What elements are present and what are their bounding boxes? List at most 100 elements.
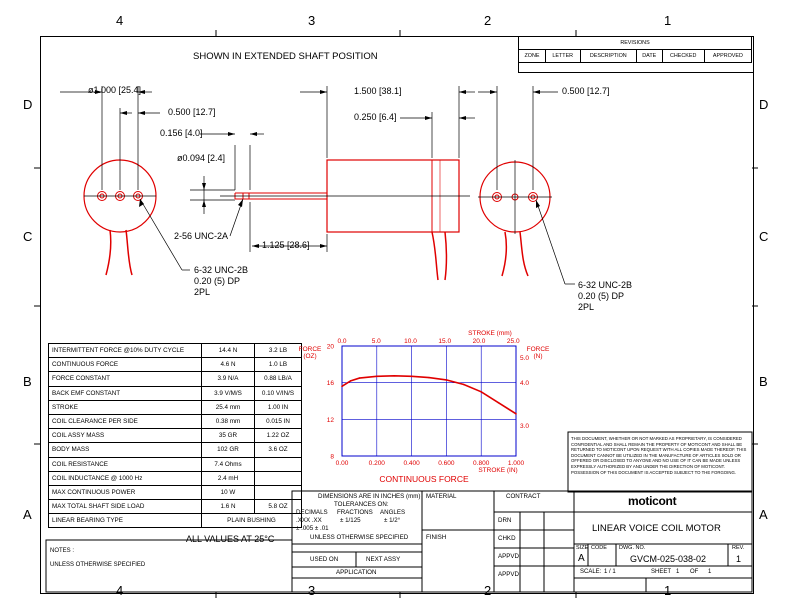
chart-point <box>480 391 482 393</box>
chart-top-tick: 15.0 <box>438 338 451 345</box>
dim-body-length: 1.500 [38.1] <box>354 86 402 96</box>
chart-title: CONTINUOUS FORCE <box>379 474 469 484</box>
tb-material: MATERIAL <box>426 493 457 500</box>
chart-point <box>410 375 413 378</box>
spec-si-value: PLAIN BUSHING <box>201 513 302 529</box>
tb-finish: FINISH <box>426 534 447 541</box>
spec-label: COIL INDUCTANCE @ 1000 Hz <box>48 470 202 486</box>
spec-label: COIL CLEARANCE PER SIDE <box>48 413 202 430</box>
spec-si-value: 35 GR <box>201 428 255 444</box>
chart-point <box>376 375 378 378</box>
chart-point <box>515 413 517 415</box>
tb-application: APPLICATION <box>336 569 377 576</box>
chart-y-label-1: FORCE <box>299 346 322 353</box>
chart-x-tick: 0.00 <box>336 460 349 467</box>
spec-si-value: 10 W <box>201 484 255 501</box>
grid-col-3-bottom: 3 <box>308 583 316 598</box>
left-end-view <box>60 86 190 276</box>
tb-sheet-val: 1 <box>676 569 680 575</box>
tb-angles-val: ± 1/2° <box>384 517 401 524</box>
tb-chkd: CHKD <box>498 535 516 542</box>
tb-rev-label: REV. <box>732 545 745 551</box>
chart-y-tick: 12 <box>327 417 335 424</box>
dim-bolt-circle: ø1.000 [25.4] <box>88 85 142 95</box>
tb-contract: CONTRACT <box>506 493 541 500</box>
side-view <box>190 86 475 281</box>
spec-si-value: 7.4 Ohms <box>201 456 255 472</box>
spec-label: CONTINUOUS FORCE <box>48 357 202 373</box>
spec-label: LINEAR BEARING TYPE <box>48 513 202 529</box>
chart-x-tick: 0.800 <box>473 460 490 467</box>
chart-y2-label-1: FORCE <box>527 346 550 353</box>
chart-y2-tick: 5.0 <box>520 355 529 362</box>
rev-col-date: DATE <box>635 49 663 63</box>
spec-label: INTERMITTENT FORCE @10% DUTY CYCLE <box>48 342 202 359</box>
tb-scale-label: SCALE: <box>580 569 602 575</box>
chart-y2-label-2: (N) <box>533 353 542 360</box>
grid-row-b-right: B <box>759 374 768 389</box>
tb-dwg-no: GVCM-025-038-02 <box>630 554 707 564</box>
right-end-view <box>478 86 575 285</box>
dim-shaft-length: 0.156 [4.0] <box>160 128 203 138</box>
tb-of-label: OF <box>690 569 699 575</box>
company-logo: moticont <box>628 494 677 508</box>
chart-point <box>463 383 465 386</box>
spec-label: STROKE <box>48 399 202 415</box>
chart-point <box>349 380 352 382</box>
dim-extension-length: 1.125 [28.6] <box>262 240 310 250</box>
chart-point <box>428 376 430 379</box>
grid-col-2-bottom: 2 <box>484 583 492 598</box>
spec-si-value: 0.38 mm <box>201 413 255 430</box>
grid-row-a-right: A <box>759 507 768 522</box>
tb-proprietary-note: THIS DOCUMENT, WHETHER OR NOT MARKED AS … <box>571 436 747 475</box>
tb-tolerances: TOLERANCES ON: <box>334 501 389 508</box>
grid-row-d-right: D <box>759 97 769 112</box>
chart-x-tick: 0.400 <box>403 460 420 467</box>
chart-top-tick: 20.0 <box>473 338 486 345</box>
chart-x-tick: 1.000 <box>508 460 525 467</box>
grid-row-c-left: C <box>23 229 33 244</box>
tb-rev-val: 1 <box>736 554 742 564</box>
rev-col-zone: ZONE <box>518 49 546 63</box>
spec-label: MAX CONTINUOUS POWER <box>48 484 202 501</box>
grid-col-1-bottom: 1 <box>664 583 672 598</box>
tb-unless: UNLESS OTHERWISE SPECIFIED <box>310 534 409 541</box>
revisions-body <box>518 62 754 73</box>
view-title: SHOWN IN EXTENDED SHAFT POSITION <box>193 51 378 62</box>
notes-label: NOTES : <box>50 548 75 554</box>
chart-top-tick: 5.0 <box>372 338 381 345</box>
spec-si-value: 102 GR <box>201 442 255 458</box>
chart-top-tick: 0.0 <box>337 338 346 345</box>
dim-end-length: 0.250 [6.4] <box>354 112 397 122</box>
notes-text: UNLESS OTHERWISE SPECIFIED <box>50 562 146 568</box>
rev-col-letter: LETTER <box>544 49 581 63</box>
tap-note-right: 6-32 UNC-2B 0.20 (5) DP 2PL <box>578 280 633 312</box>
tb-appvd-1: APPVD <box>498 553 519 560</box>
chart-point <box>341 385 343 388</box>
rev-col-description: DESCRIPTION <box>579 49 637 63</box>
tb-dwg-no-label: DWG. NO. <box>619 545 646 551</box>
tb-fractions-val: ± 1/125 <box>340 517 361 524</box>
chart-y-label-2: (OZ) <box>303 353 316 360</box>
spec-si-value: 25.4 mm <box>201 399 255 415</box>
spec-label: MAX TOTAL SHAFT SIDE LOAD <box>48 499 202 515</box>
grid-col-1-top: 1 <box>664 13 672 28</box>
chart-top-tick: 25.0 <box>507 338 520 345</box>
tb-size-label: SIZE <box>576 545 589 551</box>
tap-note-left: 6-32 UNC-2B 0.20 (5) DP 2PL <box>194 265 249 297</box>
tb-size-val: A <box>578 553 585 564</box>
tb-dimensions-note: DIMENSIONS ARE IN INCHES (mm) <box>318 493 421 500</box>
tb-used-on: USED ON <box>310 556 339 563</box>
tb-fractions: FRACTIONS <box>337 509 373 516</box>
tb-next-assy: NEXT ASSY <box>366 556 401 563</box>
revisions-heading: REVISIONS <box>518 36 752 50</box>
tb-angles: ANGLES <box>380 509 406 516</box>
